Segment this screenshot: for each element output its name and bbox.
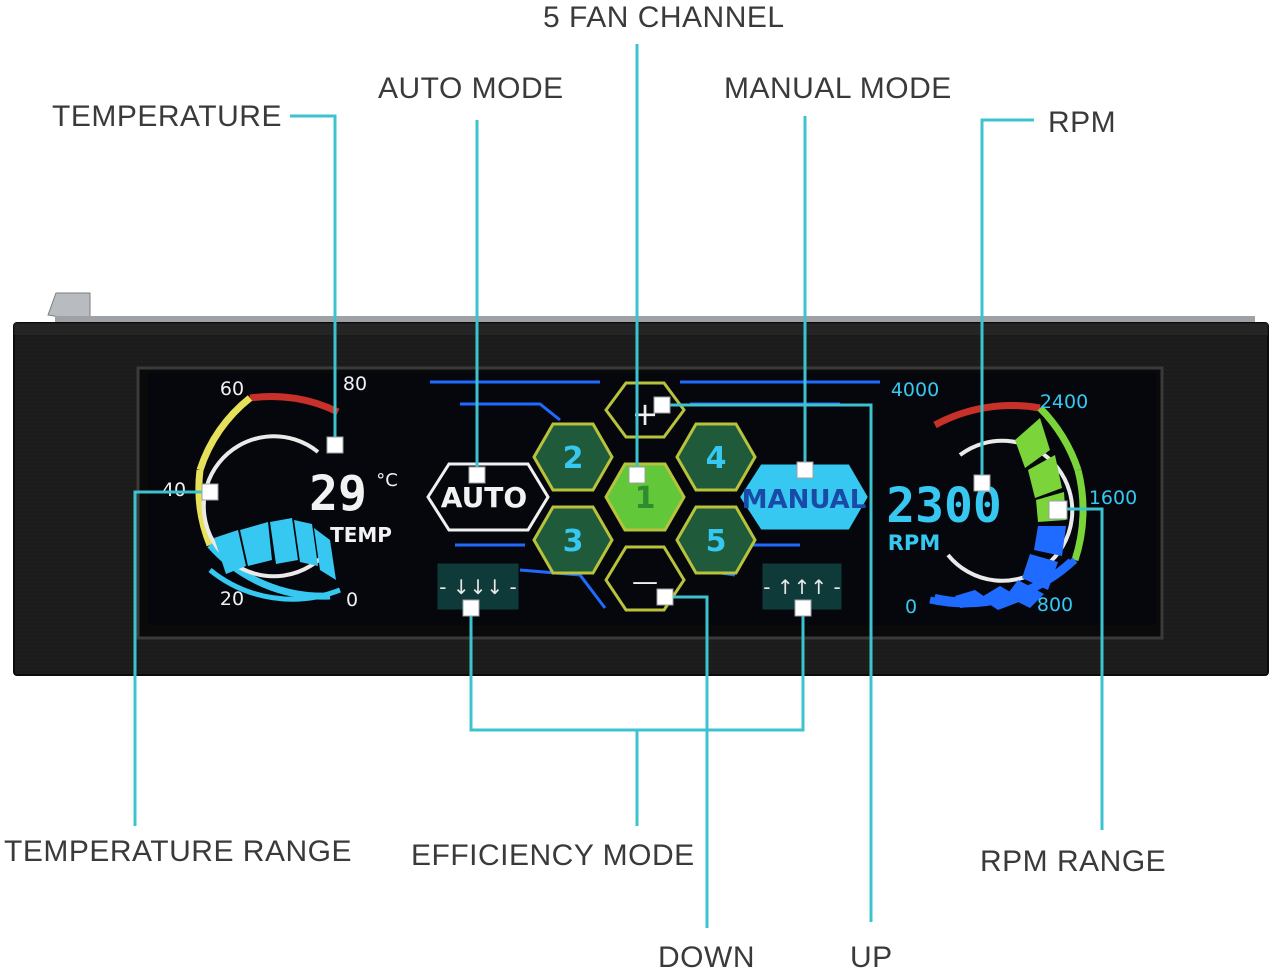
marker-down [656, 588, 674, 606]
down-symbol: — [632, 567, 658, 597]
fan-channel-label: 4 [706, 441, 727, 476]
callout-manual-mode: MANUAL MODE [724, 72, 952, 105]
marker-manual-mode [796, 461, 814, 479]
temp-tick-label: 20 [220, 588, 244, 610]
fan-channel-3[interactable]: 3 [532, 505, 614, 575]
rpm-tick-label: 1600 [1089, 487, 1137, 509]
temp-tick-label: 60 [220, 378, 244, 400]
fan-channel-label: 3 [563, 524, 584, 559]
fan-channel-label: 1 [635, 481, 656, 516]
fan-channel-4[interactable]: 4 [675, 422, 757, 492]
leader-rpm-range [1057, 507, 1104, 830]
manual-button-label: MANUAL [742, 485, 867, 515]
rpm-gauge: 4000 2400 1600 800 0 2300 RPM [886, 379, 1137, 618]
manual-button[interactable]: MANUAL [740, 464, 868, 530]
callout-down: DOWN [658, 941, 755, 974]
fan-channel-1[interactable]: 1 [604, 462, 686, 532]
leader-temperature-range [133, 490, 210, 826]
marker-efficiency-up [794, 599, 812, 617]
callout-temperature: TEMPERATURE [52, 100, 282, 133]
leader-markers [201, 396, 1068, 617]
leader-rpm [980, 118, 1034, 483]
marker-auto-mode [468, 466, 486, 484]
callout-5-fan-channel: 5 FAN CHANNEL [543, 1, 785, 34]
callout-auto-mode: AUTO MODE [378, 72, 564, 105]
leader-lines [133, 44, 1104, 928]
callout-up: UP [850, 941, 893, 974]
efficiency-down-icon: - ↓↓↓ - [439, 575, 516, 599]
rpm-tick-label: 800 [1037, 594, 1073, 616]
rpm-tick-label: 0 [905, 596, 917, 618]
temperature-value: 29 [309, 466, 367, 522]
callout-efficiency-mode: EFFICIENCY MODE [411, 839, 695, 872]
callout-rpm-range: RPM RANGE [980, 845, 1167, 878]
temperature-label: TEMP [330, 523, 392, 547]
efficiency-up-icon: - ↑↑↑ - [763, 575, 840, 599]
temperature-gauge: 60 80 40 20 0 29 °C TEMP [162, 373, 398, 611]
temp-tick-label: 40 [162, 479, 186, 501]
callout-rpm: RPM [1048, 106, 1117, 139]
temperature-unit: °C [376, 470, 398, 491]
leader-up [662, 403, 873, 922]
callout-temperature-range: TEMPERATURE RANGE [4, 835, 352, 868]
efficiency-down-button[interactable]: - ↓↓↓ - [437, 563, 519, 610]
marker-temperature-range [201, 483, 219, 501]
rpm-tick-label: 4000 [891, 379, 939, 401]
leader-down [665, 595, 709, 928]
marker-temperature [326, 436, 344, 454]
rpm-label: RPM [888, 531, 940, 555]
fan-channel-2[interactable]: 2 [532, 422, 614, 492]
marker-rpm-range [1048, 500, 1068, 520]
temp-tick-label: 0 [346, 589, 358, 611]
temp-tick-label: 80 [343, 373, 367, 395]
fan-channel-5[interactable]: 5 [675, 505, 757, 575]
auto-button[interactable]: AUTO [426, 462, 550, 532]
marker-rpm [973, 474, 991, 492]
leader-efficiency-mode [469, 607, 805, 826]
marker-fan-channel [628, 466, 646, 484]
marker-up [653, 396, 671, 414]
auto-button-label: AUTO [441, 481, 527, 514]
fan-channel-cluster: + — 2 3 1 4 5 [532, 381, 757, 612]
rpm-tick-label: 2400 [1040, 391, 1088, 413]
leader-temperature [290, 114, 337, 443]
marker-efficiency-down [462, 599, 480, 617]
fan-channel-label: 2 [563, 441, 584, 476]
fan-channel-label: 5 [706, 524, 727, 559]
